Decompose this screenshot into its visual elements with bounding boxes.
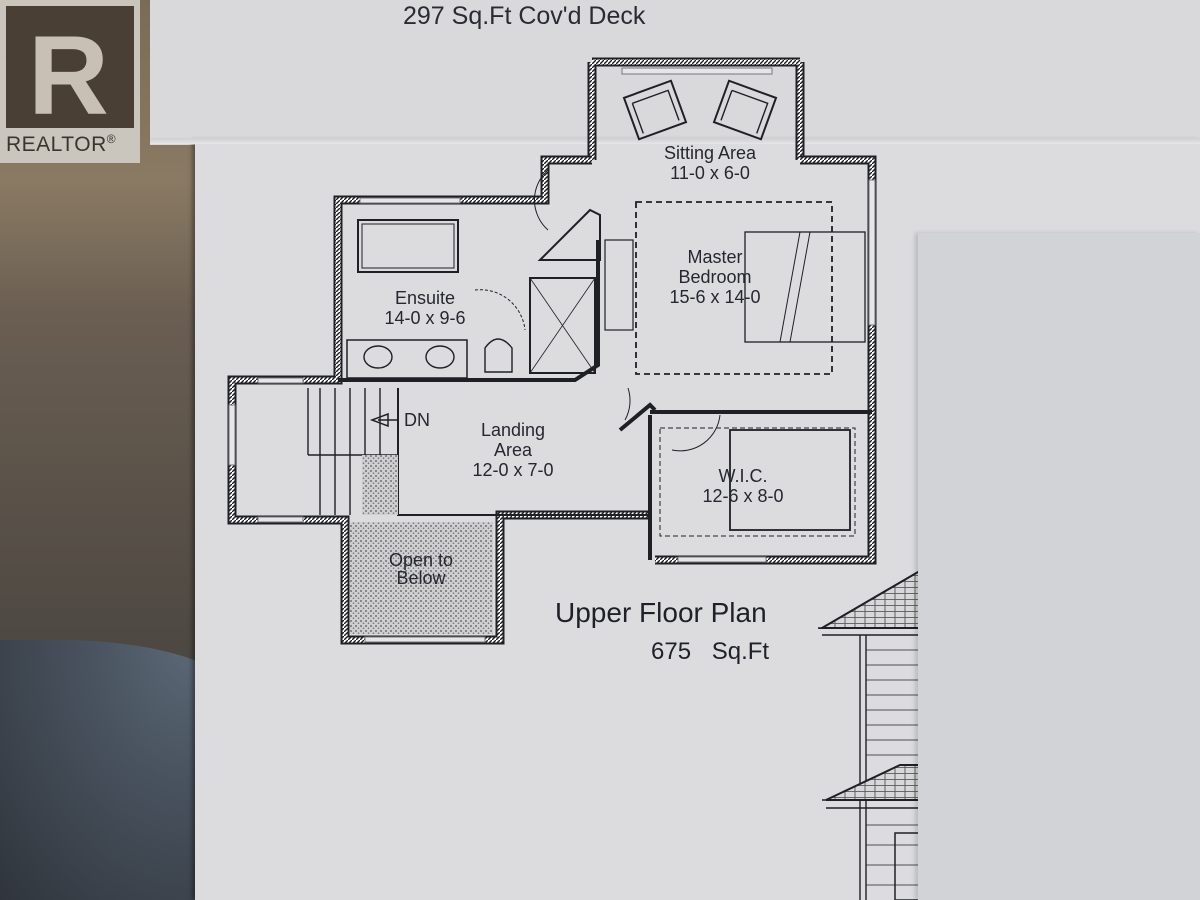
plan-area: 675 Sq.Ft xyxy=(651,638,770,665)
room-ensuite: Ensuite 14-0 x 9-6 xyxy=(360,288,490,328)
plan-title: Upper Floor Plan xyxy=(555,597,767,628)
room-sitting-area: Sitting Area 11-0 x 6-0 xyxy=(640,143,780,183)
registered-mark: ® xyxy=(106,132,117,146)
realtor-logo-letter: R xyxy=(28,13,109,138)
realtor-label: REALTOR® xyxy=(6,132,116,157)
room-size: 12-0 x 7-0 xyxy=(472,460,554,480)
deck-caption: 297 Sq.Ft Cov'd Deck xyxy=(403,2,646,30)
room-size: 14-0 x 9-6 xyxy=(384,308,466,328)
room-size: 15-6 x 14-0 xyxy=(669,287,761,307)
room-walk-in-closet: W.I.C. 12-6 x 8-0 xyxy=(678,466,808,506)
realtor-text: REALTOR xyxy=(6,133,107,156)
room-landing-area: Landing Area 12-0 x 7-0 xyxy=(448,420,578,480)
realtor-logo-box: R xyxy=(6,6,134,132)
room-size: 12-6 x 8-0 xyxy=(702,486,784,506)
room-name-line1: Landing xyxy=(480,420,546,440)
realtor-watermark: R REALTOR® xyxy=(0,0,140,163)
room-open-to-below: Open to Below xyxy=(366,551,476,587)
room-name: Ensuite xyxy=(394,288,456,308)
room-name: Sitting Area xyxy=(663,143,757,163)
room-name-line1: Open to xyxy=(388,550,454,570)
overlapping-paper-sheet xyxy=(918,233,1200,900)
room-name-line1: Master xyxy=(687,247,743,267)
room-name-line2: Area xyxy=(493,440,533,460)
paper-fold xyxy=(150,138,1200,144)
room-name-line2: Below xyxy=(396,568,446,588)
room-name: W.I.C. xyxy=(718,466,768,486)
room-master-bedroom: Master Bedroom 15-6 x 14-0 xyxy=(650,247,780,307)
stairs-direction-label: DN xyxy=(404,410,430,430)
room-size: 11-0 x 6-0 xyxy=(670,163,750,183)
room-name-line2: Bedroom xyxy=(678,267,752,287)
